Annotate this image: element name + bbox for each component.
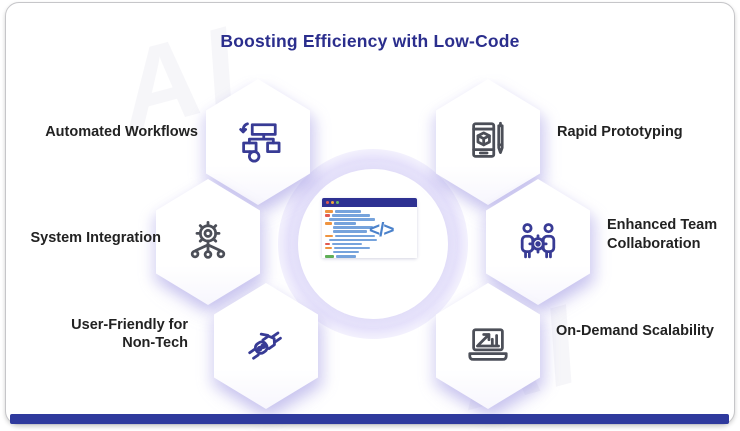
code-lines [325, 210, 417, 258]
prototype-pen-icon [472, 121, 504, 158]
hexagon-system-integration [156, 179, 260, 305]
flowchart-icon [239, 122, 281, 163]
browser-dot-green-icon [336, 201, 339, 204]
team-gear-icon [520, 223, 556, 259]
browser-dot-red-icon [326, 201, 329, 204]
hexagon-on-demand-scalability [436, 283, 540, 409]
label-system-integration: System Integration [30, 230, 161, 246]
code-symbol: </> [369, 220, 395, 241]
label-user-friendly: User-Friendly for Non-Tech [71, 317, 188, 351]
browser-dot-yellow-icon [331, 201, 334, 204]
gear-network-icon [190, 220, 226, 259]
browser-window: </> [322, 198, 417, 258]
hexagon-team-collaboration [486, 179, 590, 305]
hexagon-user-friendly [214, 283, 318, 409]
handshake-icon [248, 331, 282, 360]
label-automated-workflows: Automated Workflows [45, 124, 198, 140]
label-rapid-prototyping: Rapid Prototyping [557, 124, 683, 140]
browser-header [322, 198, 417, 207]
bottom-accent-bar [10, 414, 729, 424]
laptop-chart-icon [468, 328, 508, 361]
page-title: Boosting Efficiency with Low-Code [220, 31, 520, 51]
hexagon-automated-workflows [206, 79, 310, 205]
browser-body: </> [322, 207, 417, 258]
label-team-collaboration: Enhanced Team Collaboration [607, 217, 718, 252]
hexagon-rapid-prototyping [436, 79, 540, 205]
label-on-demand-scalability: On-Demand Scalability [556, 323, 714, 339]
